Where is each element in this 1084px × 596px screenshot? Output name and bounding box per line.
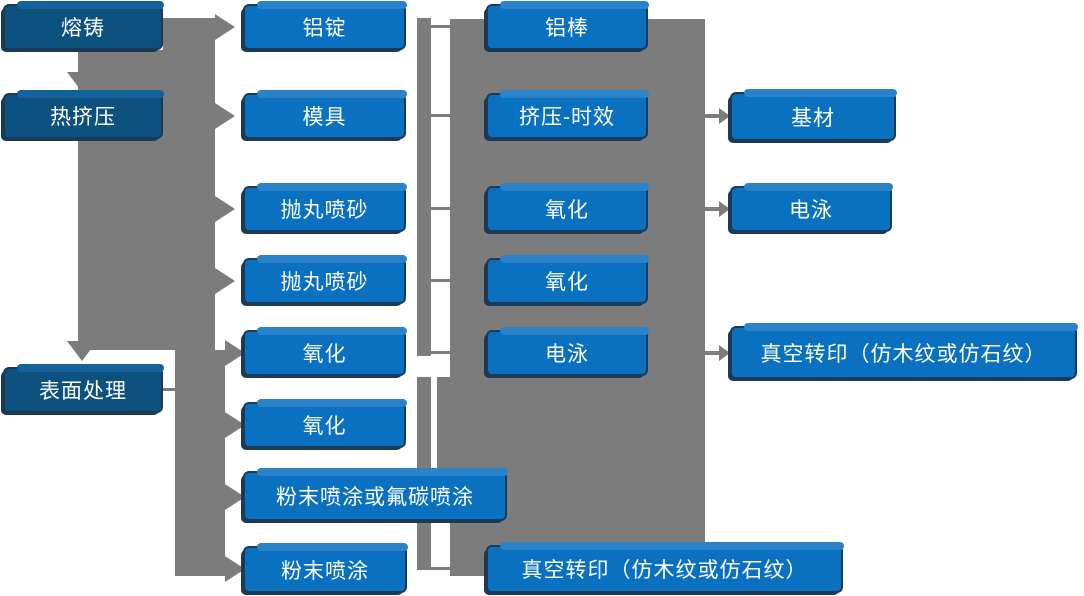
node-electrophoresis-2: 电泳: [730, 183, 893, 232]
node-shot-blast-2: 抛丸喷砂: [243, 255, 407, 304]
arrowhead-to-electrophoresis-2: [719, 201, 730, 217]
arrow-down-to-hot-extrusion: [67, 72, 97, 92]
node-mold: 模具: [243, 90, 407, 139]
connector-bar-middle-upper: [417, 18, 431, 356]
arrow-right-to-powder-fluorocarbon: [225, 484, 245, 510]
node-extrusion-aging: 挤压-时效: [486, 90, 649, 139]
arrow-right-to-oxidation-2: [225, 412, 245, 438]
arrowhead-to-base-material: [719, 108, 730, 124]
node-melt-cast: 熔铸: [3, 1, 164, 50]
link-surface-treatment-to-band: [162, 388, 178, 391]
node-shot-blast-1: 抛丸喷砂: [243, 183, 407, 232]
arrow-right-to-powder-coating: [225, 556, 245, 582]
arrowhead-to-vacuum-transfer-right: [719, 345, 730, 361]
node-base-material: 基材: [730, 89, 897, 141]
arrow-right-to-mold: [215, 103, 235, 129]
link-bar-to-block-row4: [431, 279, 450, 282]
arrow-line-to-vacuum-transfer-right: [705, 351, 719, 355]
node-powder-or-fluorocarbon: 粉末喷涂或氟碳喷涂: [243, 468, 508, 521]
link-bar-to-block-row5: [431, 351, 450, 354]
arrow-right-to-shot-blast-2: [215, 268, 235, 294]
link-bar-to-block-row3: [431, 207, 450, 210]
node-oxidation-4: 氧化: [486, 255, 649, 304]
node-oxidation-2: 氧化: [243, 399, 407, 448]
link-bar-to-block-row1: [431, 25, 450, 28]
connector-band-lower: [175, 350, 225, 576]
connector-mass-right: [163, 18, 215, 350]
connector-bar-middle-short: [437, 377, 450, 495]
node-oxidation-1: 氧化: [243, 327, 407, 376]
node-electrophoresis-1: 电泳: [486, 327, 649, 376]
node-aluminum-ingot: 铝锭: [243, 1, 407, 50]
node-vacuum-transfer-right: 真空转印（仿木纹或仿石纹）: [730, 323, 1078, 379]
node-hot-extrusion: 热挤压: [3, 90, 164, 139]
arrow-line-to-base-material: [705, 114, 719, 118]
link-bar-to-block-row2: [431, 114, 450, 117]
node-surface-treatment: 表面处理: [3, 364, 164, 413]
node-powder-coating: 粉末喷涂: [243, 543, 408, 593]
arrow-right-to-aluminum-ingot: [215, 14, 235, 40]
arrow-down-to-surface-treatment: [67, 341, 97, 361]
node-oxidation-3: 氧化: [486, 183, 649, 232]
arrow-line-to-electrophoresis-2: [705, 207, 719, 211]
link-bar-to-block-row8: [431, 567, 450, 570]
node-aluminum-rod: 铝棒: [486, 1, 649, 50]
arrow-right-to-shot-blast-1: [215, 196, 235, 222]
node-vacuum-transfer-bottom: 真空转印（仿木纹或仿石纹）: [486, 542, 844, 593]
arrow-right-to-oxidation-1: [225, 340, 245, 366]
